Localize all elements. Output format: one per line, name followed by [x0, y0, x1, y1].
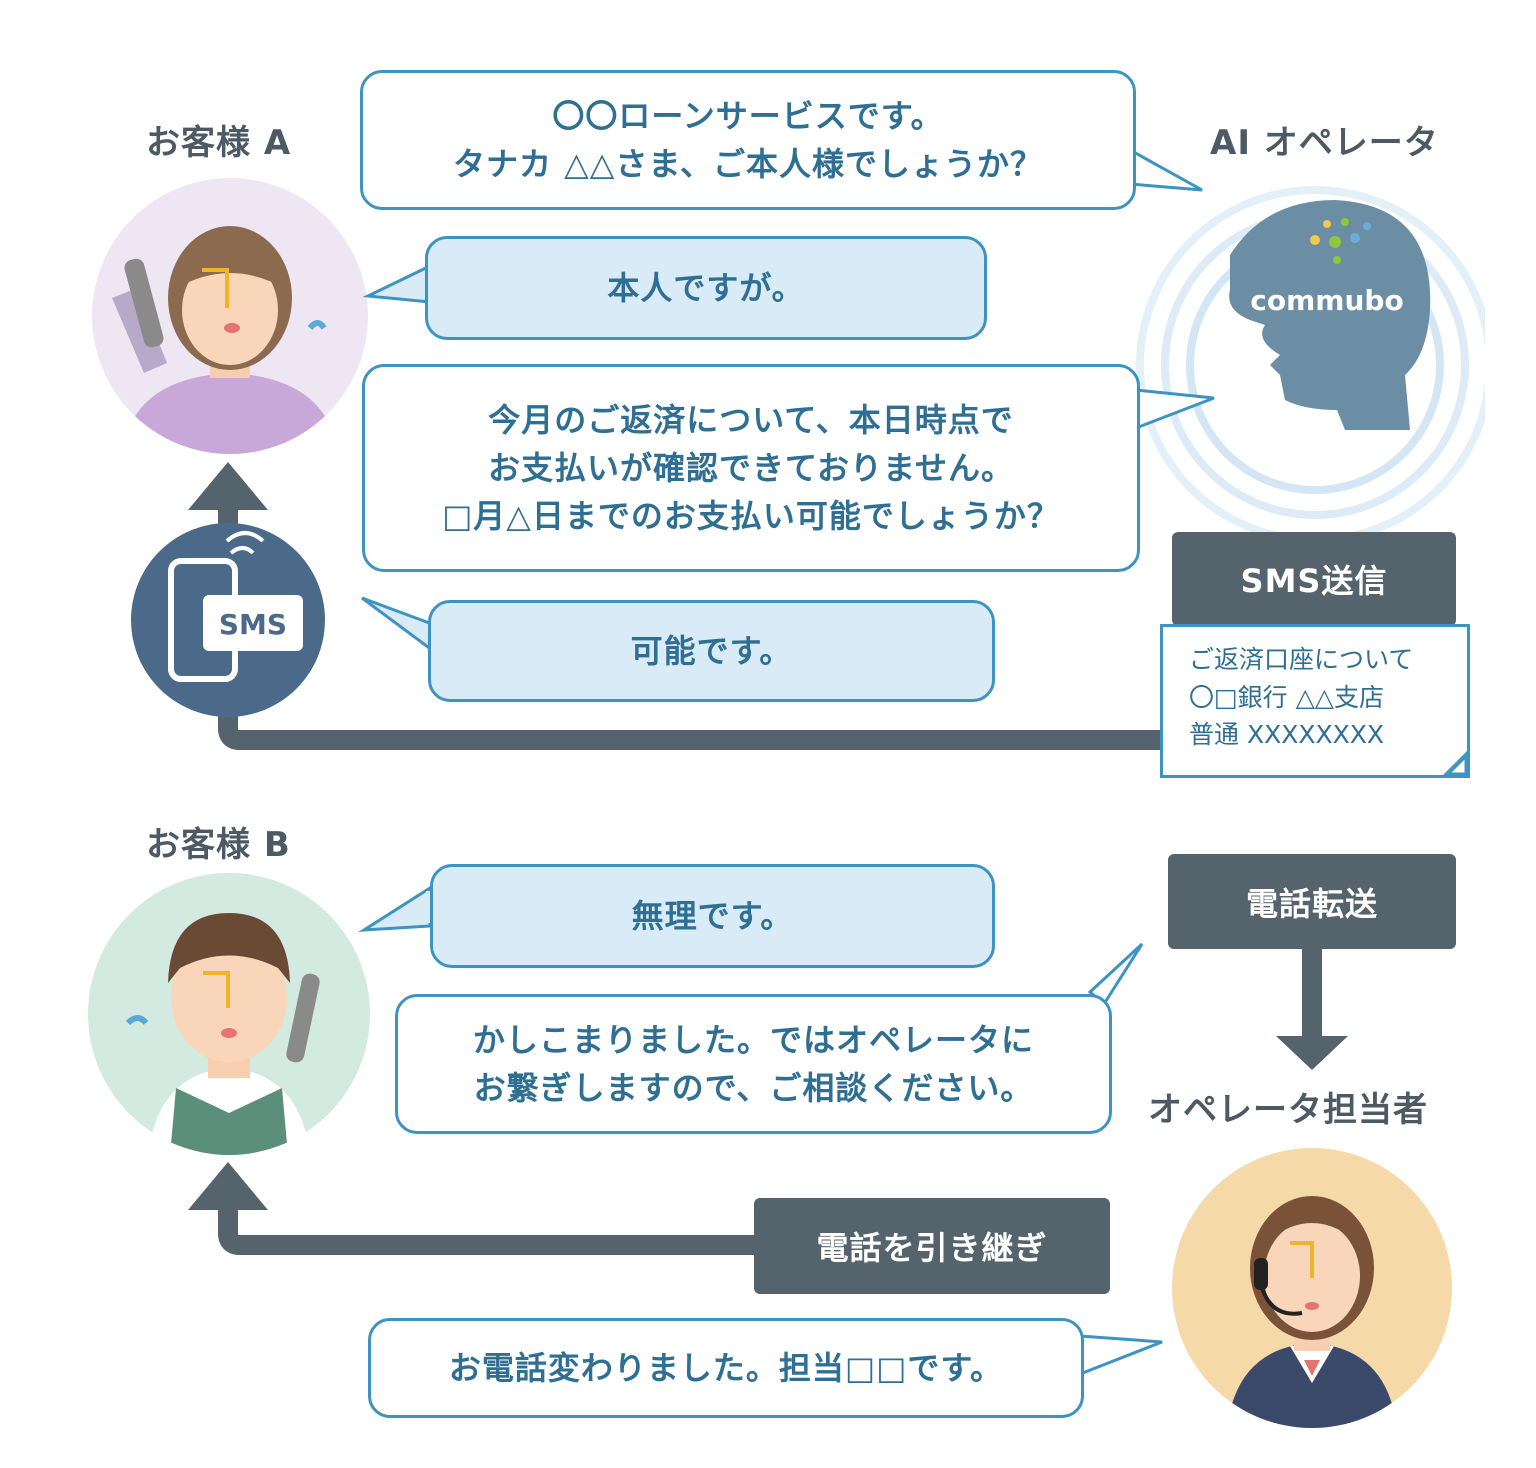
customer-a-label: お客様 A [146, 123, 292, 163]
bubble-ai-3-text: かしこまりました。ではオペレータに お繋ぎしますので、ご相談ください。 [472, 1021, 1034, 1107]
bubble-ai-2-tail [1132, 388, 1215, 431]
ai-head-icon [1229, 200, 1431, 430]
arrow-up-b-icon [188, 1162, 268, 1210]
bubble-ai-1: 〇〇ローンサービスです。 タナカ △△さま、ご本人様でしょうか？ [360, 70, 1136, 210]
human-operator-avatar [1172, 1148, 1452, 1428]
call-handover-box: 電話を引き継ぎ [754, 1198, 1110, 1294]
ai-operator-figure: commubo [1136, 186, 1485, 540]
bubble-op-1-text: お電話変わりました。担当□□です。 [448, 1349, 1004, 1387]
bubble-b-1: 無理です。 [430, 864, 995, 968]
bubble-a-2: 可能です。 [428, 600, 995, 702]
phone-transfer-box: 電話転送 [1168, 854, 1456, 949]
customer-b-label: お客様 B [146, 825, 291, 865]
commubo-logo: commubo [1250, 284, 1403, 317]
bubble-ai-2-text: 今月のご返済について、本日時点で お支払いが確認できておりません。 □月△日まで… [442, 401, 1060, 535]
arrow-down-icon [1276, 1036, 1348, 1070]
bubble-a-1: 本人ですが。 [425, 236, 987, 340]
sms-phone-icon: SMS [131, 523, 325, 717]
sms-message-note: ご返済口座について 〇□銀行 △△支店 普通 XXXXXXXX [1160, 624, 1470, 778]
bubble-ai-3: かしこまりました。ではオペレータに お繋ぎしますので、ご相談ください。 [395, 994, 1112, 1134]
arrow-up-a-icon [188, 462, 268, 510]
bubble-a-1-text: 本人ですが。 [607, 269, 805, 307]
handover-line [218, 1205, 780, 1255]
bubble-op-1: お電話変わりました。担当□□です。 [368, 1318, 1084, 1418]
bubble-a-2-text: 可能です。 [630, 632, 793, 670]
bubble-b-1-tail [358, 885, 436, 932]
customer-b-avatar [88, 873, 370, 1155]
ai-operator-label: AI オペレータ [1210, 123, 1439, 163]
customer-a-avatar [92, 178, 368, 454]
bubble-ai-2: 今月のご返済について、本日時点で お支払いが確認できておりません。 □月△日まで… [362, 364, 1140, 572]
human-operator-label: オペレータ担当者 [1148, 1090, 1428, 1130]
bubble-ai-1-text: 〇〇ローンサービスです。 タナカ △△さま、ご本人様でしょうか？ [452, 97, 1044, 183]
sms-send-box: SMS送信 [1172, 532, 1456, 626]
bubble-b-1-text: 無理です。 [631, 897, 794, 935]
note-fold-icon [1440, 748, 1470, 778]
bubble-op-1-tail [1076, 1334, 1163, 1377]
sms-icon-text: SMS [219, 608, 287, 641]
bubble-ai-1-tail [1126, 147, 1203, 192]
sms-return-line [218, 700, 1160, 750]
